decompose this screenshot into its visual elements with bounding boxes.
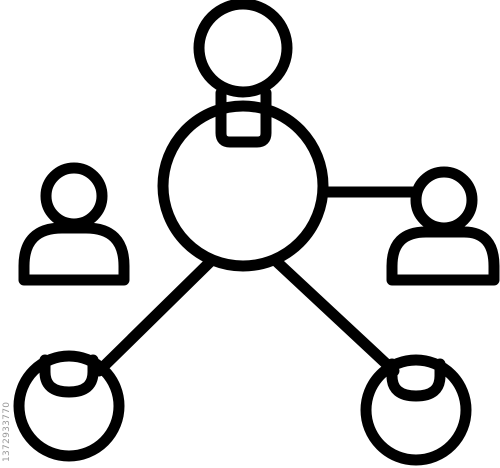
bottom-right-node-circle [360,354,472,466]
top-person-neck [215,87,272,148]
bottom-left-node-person [39,354,99,398]
link-line-lower-left [93,256,216,377]
bottom-right-node-person [386,358,446,402]
central-hub-circle [157,100,329,272]
left-person-head [40,162,108,230]
watermark-id-text: 1372933770 [2,401,12,462]
right-person-body [386,226,500,286]
bottom-left-node-circle [13,350,125,462]
left-person-body [18,222,130,286]
top-person-head [193,0,293,98]
right-person-head [410,166,478,234]
link-line-lower-right [271,256,400,377]
